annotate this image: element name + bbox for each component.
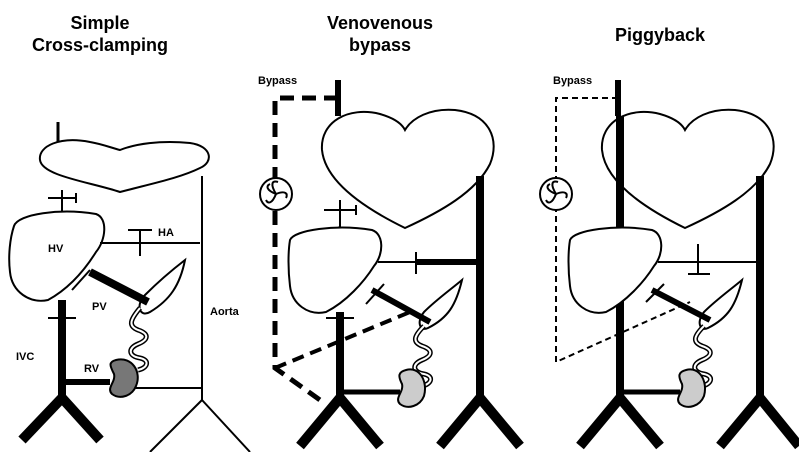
femoral-left-3 xyxy=(720,398,760,446)
heart-shape xyxy=(40,140,209,192)
panel-3: Bypass xyxy=(540,75,799,446)
stomach-shape xyxy=(140,260,185,314)
iliac-left-3 xyxy=(580,398,620,446)
kidney-shape xyxy=(110,359,138,396)
label-hv: HV xyxy=(48,243,64,255)
liver-shape-2 xyxy=(289,228,382,313)
liver-shape xyxy=(9,212,104,301)
panel-2: Bypass xyxy=(258,75,520,446)
panel-1: HV HA Aorta PV IVC RV xyxy=(9,122,250,452)
portal-vein xyxy=(90,272,148,302)
pump-fan-icon xyxy=(540,178,572,210)
femoral-a-left xyxy=(150,400,202,452)
label-rv: RV xyxy=(84,363,100,375)
iliac-left-2 xyxy=(300,398,340,446)
iliac-right xyxy=(62,398,100,440)
heart-shape-3 xyxy=(602,110,774,228)
iliac-right-3 xyxy=(620,398,660,446)
pump-fan-icon xyxy=(260,178,292,210)
kidney-shape-3 xyxy=(678,369,705,406)
femoral-a-right xyxy=(202,400,250,452)
femoral-right-2 xyxy=(480,398,520,446)
iliac-left xyxy=(22,398,62,440)
kidney-shape-2 xyxy=(398,369,425,406)
label-ha: HA xyxy=(158,227,174,239)
label-aorta: Aorta xyxy=(210,306,240,318)
label-bypass-3: Bypass xyxy=(553,75,592,87)
label-pv: PV xyxy=(92,301,107,313)
label-ivc: IVC xyxy=(16,351,34,363)
femoral-right-3 xyxy=(760,398,799,446)
label-bypass-2: Bypass xyxy=(258,75,297,87)
iliac-right-2 xyxy=(340,398,380,446)
stomach-shape-3 xyxy=(700,280,742,329)
femoral-left-2 xyxy=(440,398,480,446)
